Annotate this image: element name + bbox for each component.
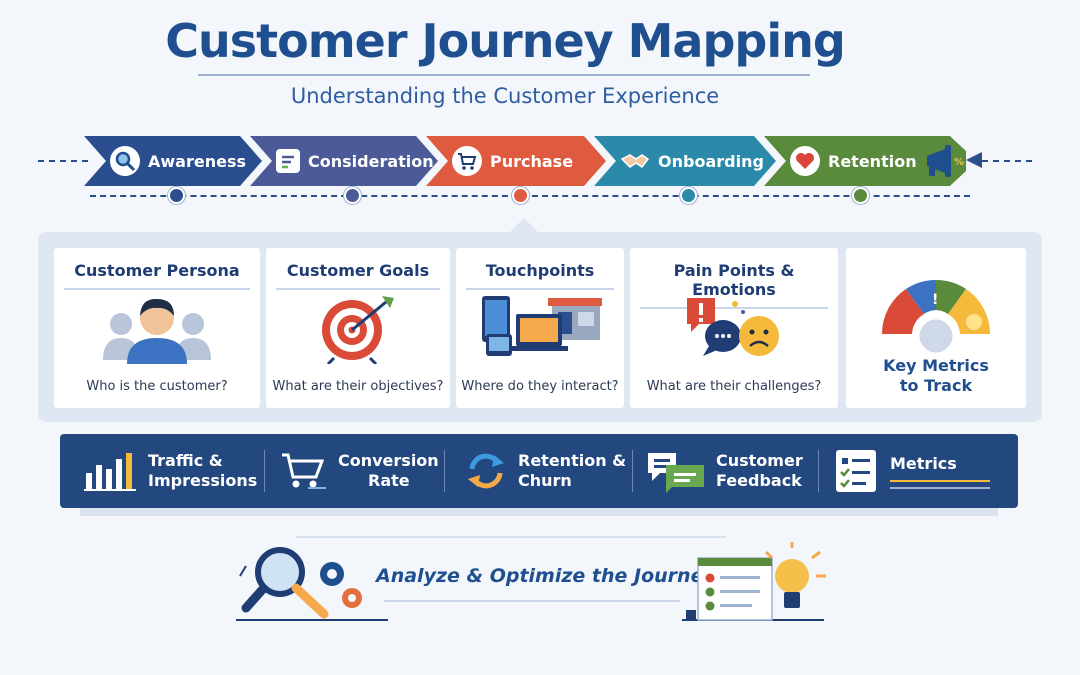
timeline-base (90, 195, 970, 197)
page-subtitle: Understanding the Customer Experience (290, 84, 720, 108)
bar-chart-icon (84, 451, 138, 491)
card-question: Who is the customer? (86, 379, 228, 394)
panel-pointer (510, 218, 538, 232)
target-icon (266, 294, 450, 364)
optimize-underline (384, 600, 680, 602)
metric-divider (818, 450, 819, 492)
stage-label: Consideration (308, 151, 434, 171)
magnifier-gears-icon (232, 542, 392, 628)
magnifier-icon (110, 146, 140, 176)
gauge-icon: ! (846, 264, 1026, 354)
stage-node-onboarding (680, 187, 697, 204)
stage-label: Onboarding (658, 151, 764, 171)
person-icon (54, 294, 260, 366)
checklist-icon (276, 149, 300, 173)
timeline-lead-right (982, 160, 1032, 162)
stage-consideration[interactable]: Consideration (250, 136, 438, 186)
megaphone-icon: % (923, 141, 966, 181)
card-key-metrics[interactable]: ! Key Metrics to Track (846, 248, 1026, 408)
metric-divider (632, 450, 633, 492)
stage-retention[interactable]: Retention % (764, 136, 966, 186)
card-question: What are their challenges? (646, 379, 822, 394)
report-lightbulb-icon (680, 540, 830, 628)
card-question: What are their objectives? (272, 379, 444, 394)
handshake-icon (620, 146, 650, 176)
card-title: Pain Points & Emotions (640, 261, 828, 309)
metric-label: Traffic &Impressions (148, 451, 258, 490)
stage-node-retention (852, 187, 869, 204)
heart-icon (790, 146, 820, 176)
stage-label: Awareness (148, 151, 246, 171)
metric-traffic[interactable]: Traffic &Impressions (84, 434, 257, 508)
chat-icon (646, 449, 706, 493)
svg-text:%: % (954, 157, 964, 168)
metric-metrics[interactable]: Metrics (834, 434, 990, 508)
cart-icon (280, 451, 328, 491)
emotion-icon (630, 294, 838, 362)
card-title: Customer Persona (64, 261, 250, 290)
devices-icon (456, 294, 624, 360)
refresh-icon (464, 449, 508, 493)
stage-label: Purchase (490, 151, 574, 171)
optimize-label: Analyze & Optimize the Journey (376, 565, 716, 587)
card-title: Key Metrics to Track (883, 356, 989, 395)
card-customer-persona[interactable]: Customer Persona Who is the customer? (54, 248, 260, 408)
stage-awareness[interactable]: Awareness (84, 136, 262, 186)
page-title: Customer Journey Mapping (165, 14, 846, 68)
card-question: Where do they interact? (461, 379, 619, 394)
stage-onboarding[interactable]: Onboarding (594, 136, 776, 186)
card-title: Customer Goals (276, 261, 440, 290)
card-customer-goals[interactable]: Customer Goals What are their objectives… (266, 248, 450, 408)
card-touchpoints[interactable]: Touchpoints Where do they interact? (456, 248, 624, 408)
checklist-icon (834, 448, 880, 494)
stage-purchase[interactable]: Purchase (426, 136, 606, 186)
metric-divider (264, 450, 265, 492)
stage-node-consideration (344, 187, 361, 204)
timeline-lead-left (38, 160, 88, 162)
cart-icon (452, 146, 482, 176)
stage-node-purchase (512, 187, 529, 204)
metric-label: Retention &Churn (518, 451, 627, 490)
metric-divider (444, 450, 445, 492)
title-underline (198, 74, 810, 76)
stage-label: Retention (828, 151, 917, 171)
metrics-bar-shadow (80, 508, 998, 516)
section-divider (296, 536, 726, 538)
stage-node-awareness (168, 187, 185, 204)
metric-retention[interactable]: Retention &Churn (464, 434, 626, 508)
card-pain-points[interactable]: Pain Points & Emotions What are their ch… (630, 248, 838, 408)
metric-label: Metrics (890, 454, 990, 489)
svg-text:!: ! (932, 292, 938, 308)
timeline-arrow-head-icon (966, 152, 982, 168)
card-title: Touchpoints (466, 261, 614, 290)
